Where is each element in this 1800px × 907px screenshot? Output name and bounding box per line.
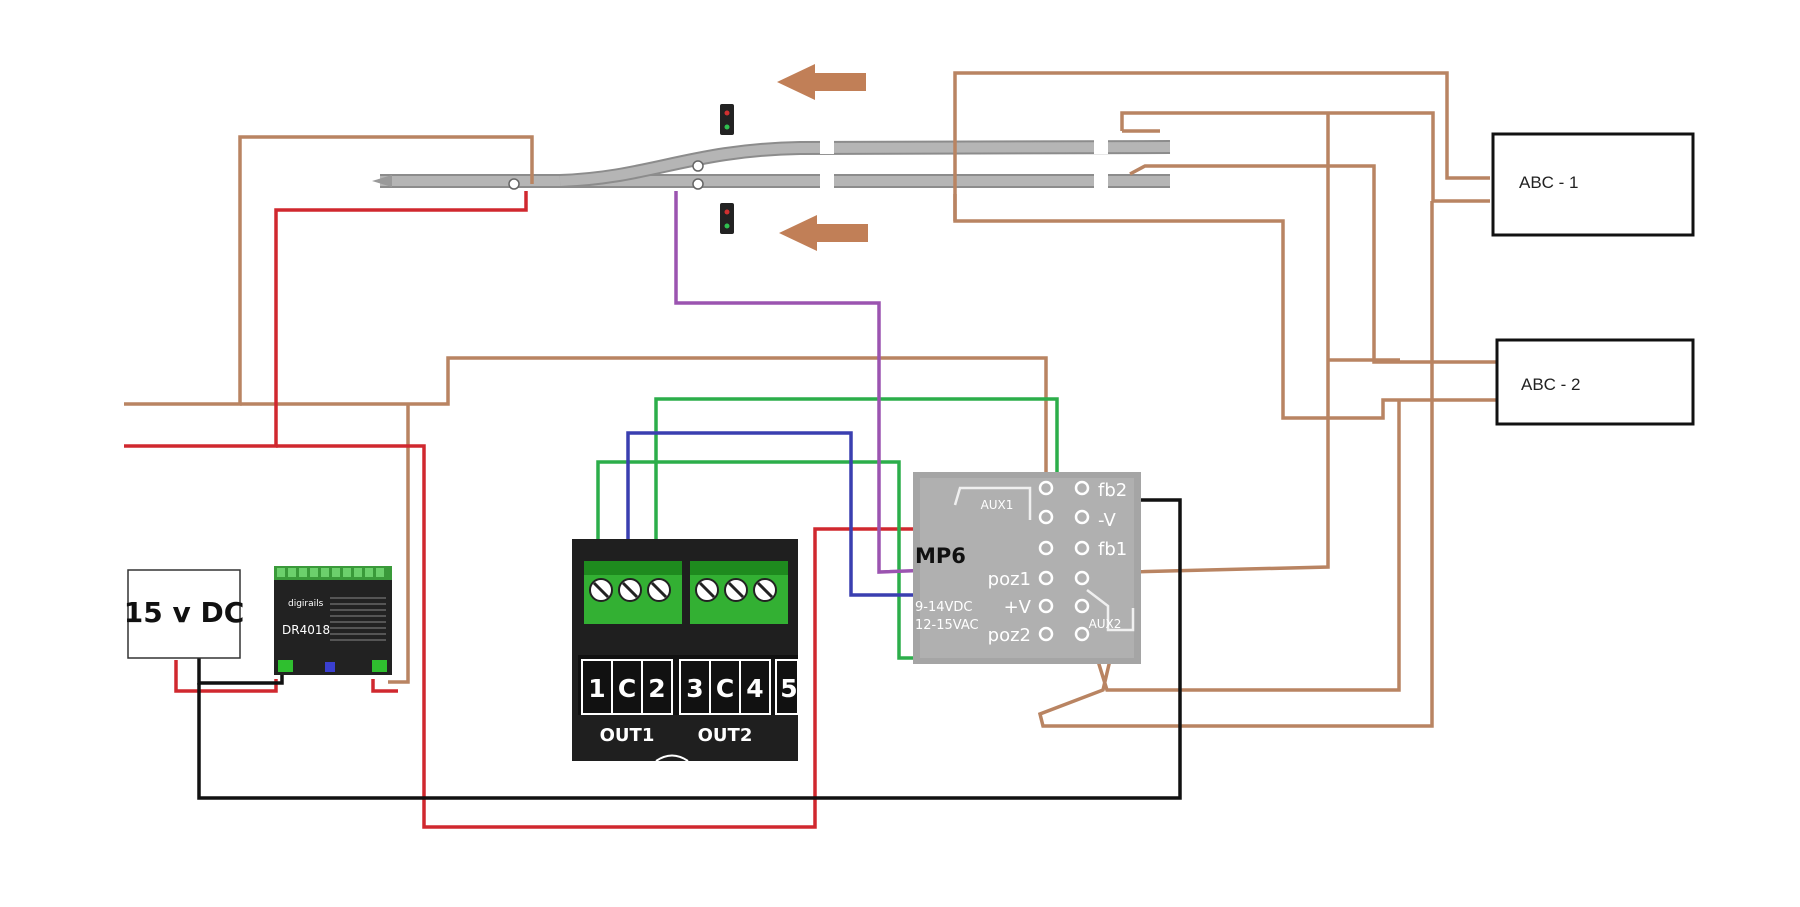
detector-label-abc2: ABC - 2 — [1521, 375, 1581, 394]
mp6-name: MP6 — [915, 544, 966, 568]
feeder-point — [692, 178, 704, 190]
terminal-label: C — [716, 674, 734, 703]
decoder-dr4018: digirails DR4018 — [274, 566, 392, 675]
output-label: OUT2 — [698, 725, 753, 746]
detector-box-abc2: ABC - 2 — [1495, 338, 1695, 426]
decoder-model: DR4018 — [282, 623, 330, 637]
feeder-point — [692, 160, 704, 172]
aux1-label: AUX1 — [981, 498, 1014, 512]
terminal-label: 3 — [686, 674, 703, 703]
track-end-point — [372, 175, 392, 187]
supply-label: 9-14VDC — [915, 600, 972, 615]
signal-upper — [720, 104, 734, 135]
track-layout — [372, 140, 1171, 190]
wires-brown — [124, 71, 1498, 728]
detector-box-abc1: ABC - 1 — [1491, 132, 1695, 237]
terminal-label: 5 — [780, 674, 797, 703]
pin-label-minus-v: -V — [1098, 510, 1116, 531]
pin-label-fb1: fb1 — [1098, 539, 1127, 560]
direction-arrow-upper — [777, 64, 866, 100]
power-supply-box: 15 v DC — [124, 569, 245, 659]
terminal-label: 2 — [648, 674, 665, 703]
track-diverging-inner — [559, 142, 1171, 186]
aux2-label: AUX2 — [1089, 617, 1122, 631]
terminal-label: C — [618, 674, 636, 703]
signal-lower — [720, 203, 734, 234]
supply-label: 12-15VAC — [915, 618, 979, 633]
direction-arrow-lower — [779, 215, 868, 251]
decoder-brand: digirails — [288, 599, 324, 609]
pin-label-poz2: poz2 — [988, 625, 1031, 646]
terminal-label: 4 — [746, 674, 763, 703]
track-gap — [820, 174, 834, 188]
detector-label-abc1: ABC - 1 — [1519, 173, 1579, 192]
power-supply-label: 15 v DC — [124, 596, 245, 629]
mp6-module: AUX1 AUX2 9-14VDC 12-15VAC poz1 +V poz2 … — [913, 472, 1141, 664]
pin-label-fb2: fb2 — [1098, 480, 1127, 501]
pin-circle — [1038, 480, 1090, 642]
pin-label-poz1: poz1 — [988, 569, 1031, 590]
decoder-button — [325, 662, 335, 672]
track-gap — [820, 140, 834, 154]
track-gap — [1094, 174, 1108, 188]
feeder-point — [508, 178, 520, 190]
output-label: OUT1 — [600, 725, 655, 746]
track-gap — [1094, 140, 1108, 154]
pin-label-plus-v: +V — [1004, 597, 1032, 618]
terminal-block: 1 C 2 3 C 4 5 OUT1 OUT2 — [572, 539, 799, 762]
terminal-label: 1 — [588, 674, 605, 703]
wires-red — [124, 191, 1048, 829]
